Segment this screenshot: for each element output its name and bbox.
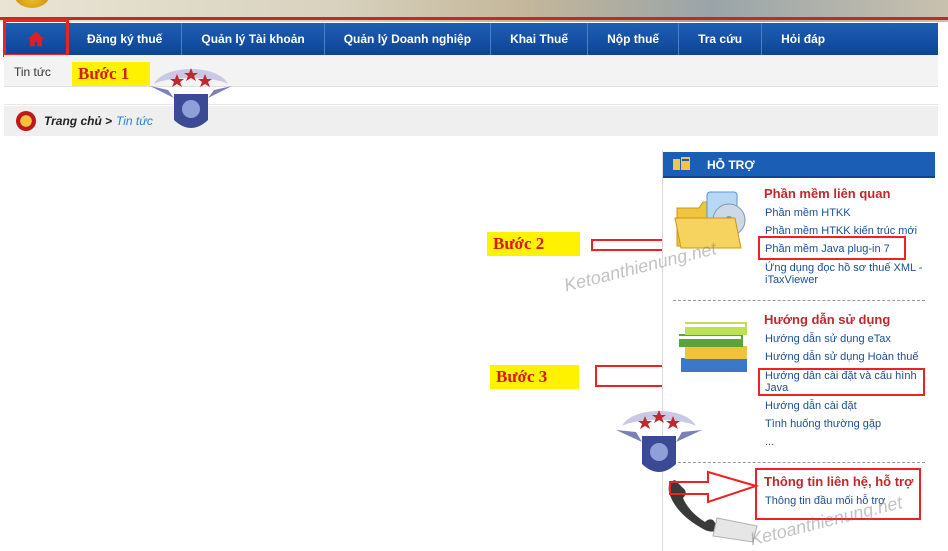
support-panel-title: HỖ TRỢ [707, 158, 755, 172]
emblem-icon [16, 111, 36, 131]
nav-item-dang-ky-thue[interactable]: Đăng ký thuế [68, 23, 183, 55]
contact-highlight-box [755, 468, 921, 520]
link-guide-java-config-cont[interactable]: Java [765, 382, 789, 394]
nav-item-hoi-dap[interactable]: Hỏi đáp [781, 32, 826, 46]
step-2-label: Bước 2 [487, 232, 580, 256]
content-strip [4, 87, 938, 105]
link-htkk[interactable]: Phần mềm HTKK [765, 207, 851, 219]
breadcrumb-current[interactable]: Tin tức [116, 114, 153, 128]
header-banner [0, 0, 948, 22]
company-logo-badge [150, 68, 232, 128]
nav-item-khai-thue[interactable]: Khai Thuế [491, 23, 589, 55]
nav-item-quan-ly-doanh-nghiep[interactable]: Quản lý Doanh nghiệp [325, 23, 492, 55]
link-guide-etax[interactable]: Hướng dẫn sử dụng eTax [765, 333, 891, 345]
books-icon [673, 157, 690, 170]
nav-item-quan-ly-tai-khoan[interactable]: Quản lý Tài khoản [182, 23, 325, 55]
company-logo-badge [616, 410, 702, 472]
breadcrumb: Trang chủ > Tin tức [4, 106, 938, 136]
support-panel-header: HỖ TRỢ [663, 152, 935, 178]
nav-item-nop-thue[interactable]: Nộp thuế [588, 23, 680, 55]
link-htkk-new[interactable]: Phần mềm HTKK kiến trúc mới [765, 225, 918, 237]
software-folder-icon [674, 191, 746, 249]
nav-item-tra-cuu[interactable]: Tra cứu [679, 23, 763, 55]
telephone-icon [668, 480, 758, 543]
support-panel: HỖ TRỢ Phần mềm liên quan Phần mềm HTKK … [662, 150, 936, 551]
link-guide-refund[interactable]: Hướng dẫn sử dụng Hoàn thuế [765, 351, 919, 363]
java-config-highlight-box [758, 368, 925, 396]
home-highlight-box [3, 19, 69, 57]
emblem-logo [14, 0, 50, 8]
step-3-label: Bước 3 [490, 365, 579, 389]
link-contact-point[interactable]: Thông tin đầu mối hỗ trợ [765, 495, 886, 507]
home-icon [27, 31, 44, 47]
link-guide-java-config[interactable]: Hướng dẫn cài đặt và cấu hình [765, 370, 917, 382]
link-itaxviewer[interactable]: iTaxViewer [765, 274, 818, 286]
breadcrumb-home-link[interactable]: Trang chủ [44, 114, 102, 128]
contact-arrow [669, 470, 760, 504]
section-divider [673, 300, 925, 301]
step-1-label: Bước 1 [72, 62, 150, 86]
sub-nav: Tin tức [4, 55, 938, 87]
link-xml-reader[interactable]: Ứng dụng đọc hồ sơ thuế XML - [765, 262, 923, 274]
link-java-plugin[interactable]: Phần mềm Java plug-in 7 [765, 243, 890, 255]
link-guide-install[interactable]: Hướng dẫn cài đặt [765, 400, 857, 412]
subnav-item-tin-tuc[interactable]: Tin tức [14, 65, 51, 79]
books-stack-icon [679, 322, 747, 372]
banner-red-line [0, 17, 948, 20]
section-related-software-title: Phần mềm liên quan [764, 186, 891, 201]
java-plugin-highlight-box [758, 236, 906, 260]
link-more[interactable]: ... [765, 436, 775, 448]
section-contact-title: Thông tin liên hệ, hỗ trợ [764, 474, 914, 489]
link-common-situations[interactable]: Tình huống thường gặp [765, 418, 882, 430]
main-nav: Đăng ký thuế Quản lý Tài khoản Quản lý D… [4, 23, 938, 55]
section-user-guide-title: Hướng dẫn sử dụng [764, 312, 891, 327]
breadcrumb-separator: > [105, 114, 113, 128]
section-divider [673, 462, 925, 463]
